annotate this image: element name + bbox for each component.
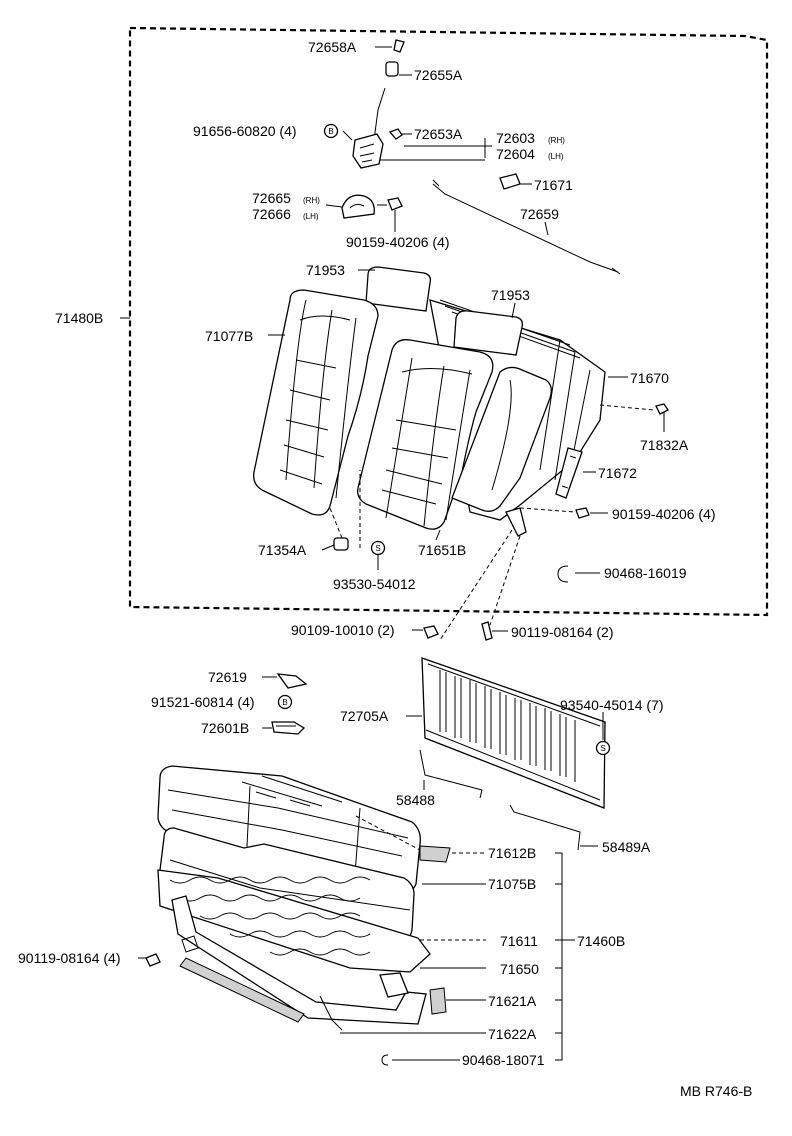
cable-72659-shape [432,183,619,273]
label-71460B: 71460B [577,933,625,949]
label-58488: 58488 [396,792,435,808]
clip-71354A-shape [333,537,349,551]
pad-71612B-shape [419,845,451,863]
label-71650: 71650 [500,961,539,977]
rod-58489A-shape [509,804,581,851]
svg-text:S: S [600,744,605,753]
hinge-72601B-shape [271,721,306,735]
label-72665-suffix: (RH) [303,196,320,205]
label-72658A: 72658A [308,39,357,55]
clip-72658A-shape [393,39,405,53]
label-71480B: 71480B [55,310,103,326]
back-panel-72705A-drawing [421,657,606,809]
strap-71672-shape [555,447,583,499]
label-93530: 93530-54012 [333,576,416,592]
label-93540: 93540-45014 (7) [560,697,664,713]
label-90159-b: 90159-40206 (4) [612,506,716,522]
svg-text:B: B [282,698,287,707]
label-72603: 72603 [496,130,535,146]
cap-71671-shape [499,173,521,190]
label-71077B: 71077B [205,328,253,344]
seatback-assembly-frame [128,26,769,617]
label-71621A: 71621A [488,993,537,1009]
label-90468-a: 90468-16019 [604,565,687,581]
svg-text:B: B [328,127,333,136]
b-mark-2: B [277,694,293,710]
label-72601B: 72601B [201,720,249,736]
label-91521: 91521-60814 (4) [151,694,255,710]
rod-58488-shape [419,749,483,799]
label-72653A: 72653A [414,126,463,142]
label-58489A: 58489A [602,839,651,855]
label-71075B: 71075B [488,876,536,892]
label-72665: 72665 [252,190,291,206]
label-71651B: 71651B [418,542,466,558]
cover-72619-shape [276,673,308,689]
label-90109: 90109-10010 (2) [291,622,395,638]
knob-72655A-shape [385,61,399,77]
label-91656: 91656-60820 (4) [193,123,297,139]
label-71671: 71671 [534,177,573,193]
label-72705A: 72705A [340,708,389,724]
label-72666-suffix: (LH) [303,212,319,221]
b-mark-1: B [323,123,339,139]
label-90468-b: 90468-18071 [462,1052,545,1068]
label-71672: 71672 [598,465,637,481]
label-72604: 72604 [496,146,535,162]
label-72604-suffix: (LH) [548,152,564,161]
label-72603-suffix: (RH) [548,136,565,145]
s-mark-2: S [595,740,611,756]
svg-text:S: S [375,544,380,553]
label-71953-a: 71953 [306,262,345,278]
label-90119-a: 90119-08164 (2) [511,624,613,640]
label-71612B: 71612B [488,845,536,861]
label-72659: 72659 [520,206,559,222]
label-71953-b: 71953 [491,287,530,303]
cover-72665-shape [341,194,375,219]
s-mark-1: S [370,540,386,556]
label-90159-a: 90159-40206 (4) [346,234,450,250]
label-71670: 71670 [630,370,669,386]
label-71622A: 71622A [488,1026,537,1042]
label-72666: 72666 [252,206,291,222]
seatback-71077B-drawing [253,266,606,530]
label-71611: 71611 [500,933,538,949]
label-71354A: 71354A [258,542,307,558]
diagram-code: MB R746-B [680,1083,752,1099]
seat-cushion-71075B-drawing [157,765,431,1031]
label-72619: 72619 [208,669,247,685]
strip-71622A-shape [179,957,305,1023]
label-71832A: 71832A [640,437,689,453]
label-72655A: 72655A [414,67,463,83]
pad-71621A-shape [429,987,447,1015]
label-90119-b: 90119-08164 (4) [18,950,120,966]
lock-72603-shape [352,133,384,169]
